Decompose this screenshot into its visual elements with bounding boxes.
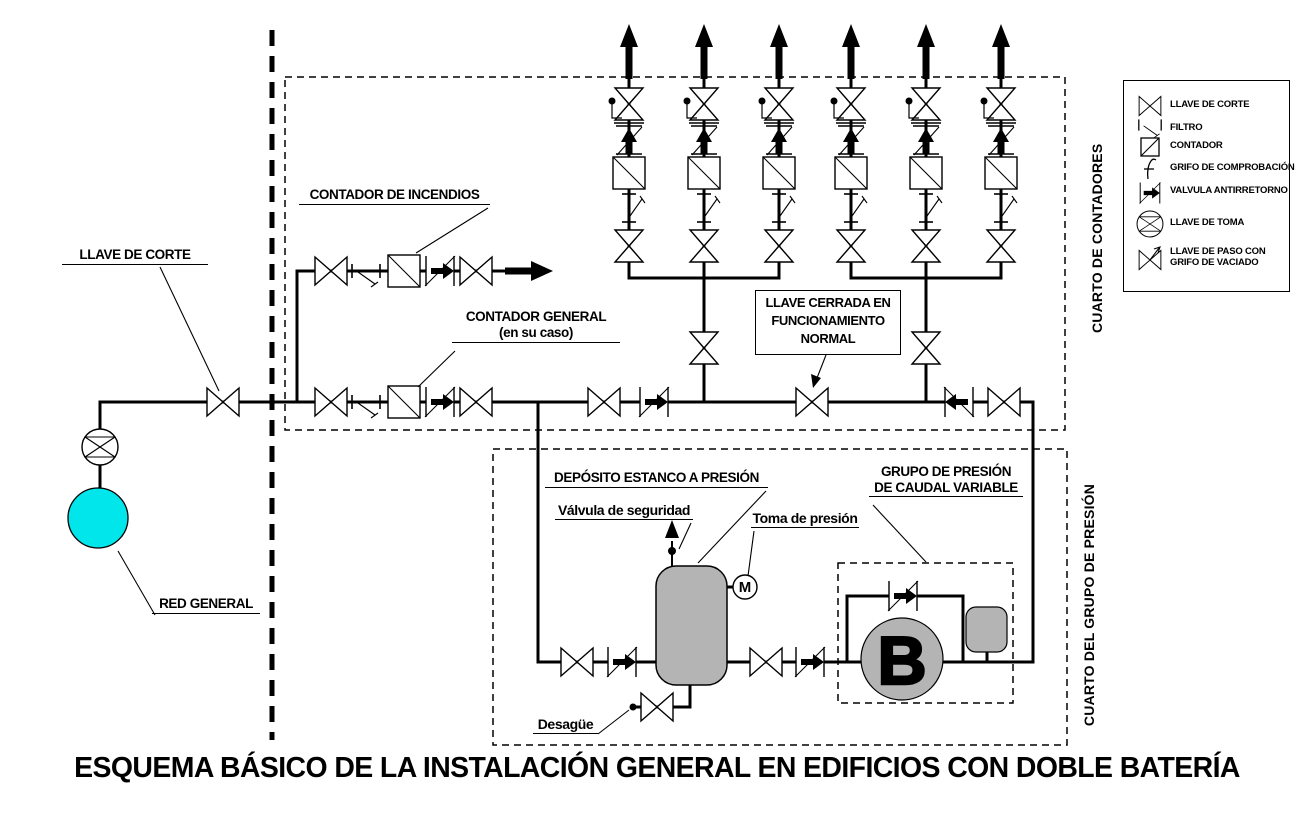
room-label-contadores: CUARTO DE CONTADORES [1089, 143, 1105, 333]
valve-icon [1138, 96, 1162, 116]
check-valve [794, 646, 826, 678]
pump-group-boundary [837, 562, 1014, 704]
label-valvula-seguridad: Válvula de seguridad [555, 502, 693, 520]
legend-item: FILTRO [1124, 117, 1289, 141]
flow-arrow [505, 261, 553, 281]
safety-valve-dot [668, 547, 676, 555]
check-valve [606, 646, 638, 678]
label-deposito: DEPÓSITO ESTANCO A PRESIÓN [545, 470, 768, 488]
shutoff-valve [206, 387, 240, 417]
battery-riser [831, 24, 868, 278]
general-meter [387, 385, 421, 419]
shutoff-valve [459, 256, 493, 286]
safety-valve-arrow [665, 520, 679, 538]
shutoff-valve [749, 647, 783, 677]
check-valve [944, 387, 974, 417]
meters-room-boundary [284, 76, 1066, 431]
legend-item: GRIFO DE COMPROBACIÓN [1124, 157, 1295, 181]
mains-supply [67, 487, 129, 549]
check-valve [424, 386, 456, 418]
drain-point [629, 703, 637, 711]
drain-shutoff-valve [640, 692, 674, 722]
tap-key-icon [1136, 210, 1164, 238]
expansion-vessel [965, 606, 1008, 653]
label-desague: Desagüe [533, 716, 598, 734]
label-contador-incendios: CONTADOR DE INCENDIOS [299, 187, 490, 205]
bypass-check-valve [887, 580, 919, 612]
pressure-tank [655, 565, 728, 686]
battery-riser [684, 24, 721, 278]
legend-item: VALVULA ANTIRRETORNO [1124, 180, 1289, 204]
legend-item: LLAVE DE PASO CON GRIFO DE VACIADO [1124, 244, 1289, 276]
leader-lines [117, 207, 927, 735]
shutoff-valve [314, 387, 348, 417]
tapping-valve [81, 428, 119, 466]
closed-valve [795, 387, 829, 417]
legend-item: CONTADOR [1124, 135, 1289, 159]
test-tap-icon [1144, 158, 1157, 180]
drain-valve-icon [1138, 246, 1162, 270]
battery-feed-valve [912, 332, 940, 364]
battery-riser [759, 24, 796, 278]
pressure-room-boundary [492, 448, 1068, 746]
closed-valve-annotation: LLAVE CERRADA EN FUNCIONAMIENTO NORMAL [755, 290, 901, 355]
booster-pump [860, 617, 944, 701]
gauge-letter: M [739, 579, 752, 596]
legend-item: LLAVE DE TOMA [1124, 209, 1289, 238]
legend: LLAVE DE CORTE FILTRO CONTADOR GRIFO DE … [1123, 80, 1295, 292]
filter-symbol [351, 263, 381, 288]
diagram-title: ESQUEMA BÁSICO DE LA INSTALACIÓN GENERAL… [74, 752, 1240, 784]
pump-letter: B [877, 623, 926, 699]
check-valve [424, 255, 456, 287]
label-llave-de-corte: LLAVE DE CORTE [62, 247, 208, 265]
fire-meter [387, 254, 421, 288]
check-valve-icon [1139, 182, 1161, 204]
shutoff-valve [987, 387, 1021, 417]
label-toma-presion: Toma de presión [751, 510, 859, 528]
legend-item-label: LLAVE DE PASO CON GRIFO DE VACIADO [1170, 246, 1266, 268]
label-red-general: RED GENERAL [152, 596, 260, 614]
filter-symbol [351, 394, 381, 419]
check-valve [638, 386, 670, 418]
pressure-gauge [732, 574, 758, 600]
room-label-grupo-presion: CUARTO DEL GRUPO DE PRESIÓN [1081, 483, 1097, 727]
shutoff-valve [587, 387, 621, 417]
battery-riser [981, 24, 1018, 278]
battery-riser [906, 24, 943, 278]
label-grupo-presion: GRUPO DE PRESIÓN DE CAUDAL VARIABLE [869, 464, 1023, 497]
annotation-arrowhead [811, 374, 821, 388]
battery-feed-valve [690, 332, 718, 364]
legend-item: LLAVE DE CORTE [1124, 94, 1289, 118]
meter-icon [1140, 137, 1160, 157]
label-contador-general: CONTADOR GENERAL (en su caso) [452, 309, 620, 343]
shutoff-valve [560, 647, 594, 677]
shutoff-valve [314, 256, 348, 286]
battery-riser [609, 24, 646, 278]
shutoff-valve [459, 387, 493, 417]
